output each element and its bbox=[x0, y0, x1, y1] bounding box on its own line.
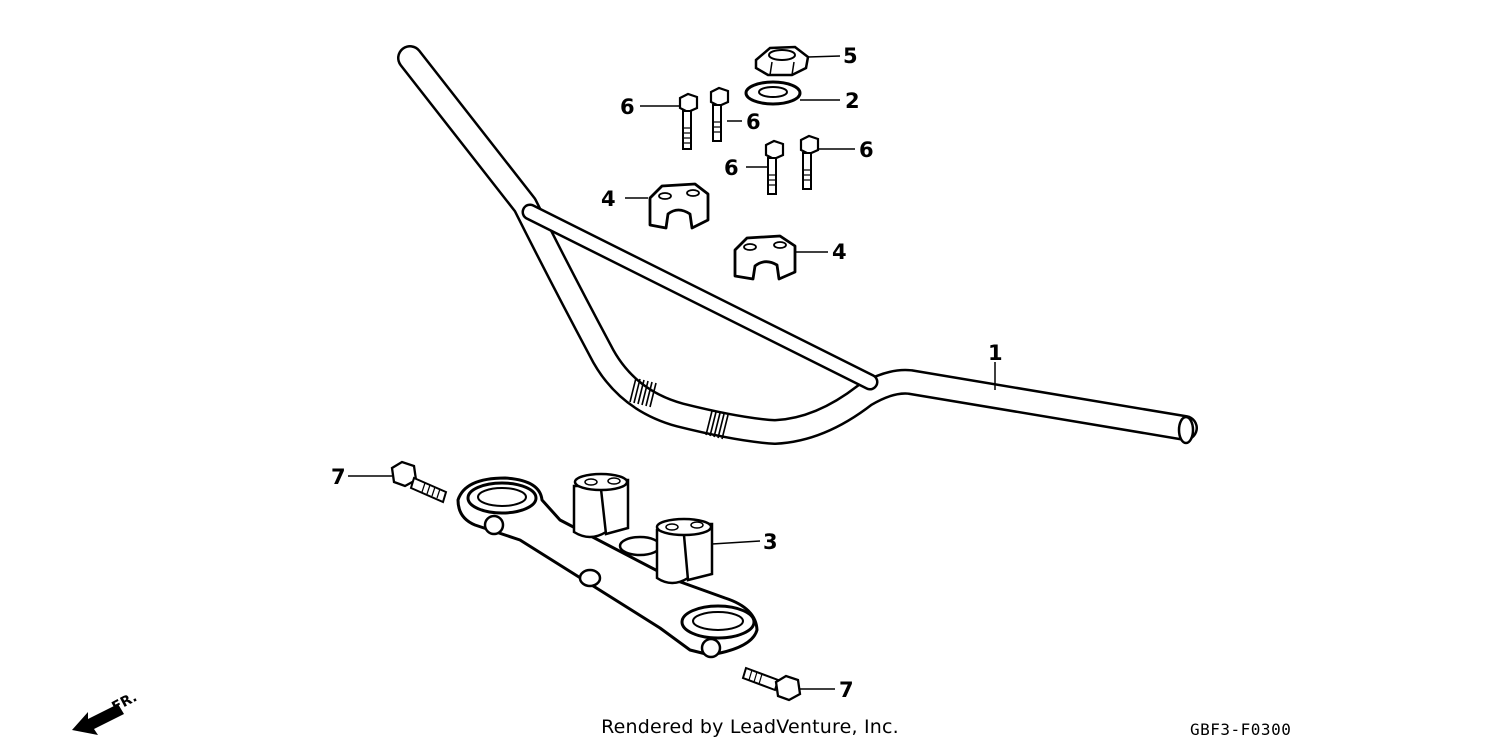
knurl-right bbox=[705, 410, 729, 440]
callout-top-bridge: 3 bbox=[763, 530, 778, 554]
callout-pinch-bolt-lower: 7 bbox=[839, 678, 854, 702]
drawing-code: GBF3-F0300 bbox=[1190, 720, 1292, 739]
handlebar[interactable] bbox=[397, 45, 1198, 445]
leader-lines bbox=[348, 55, 996, 690]
top-bridge[interactable] bbox=[456, 472, 759, 659]
nut[interactable] bbox=[754, 45, 810, 77]
bolt-a[interactable] bbox=[678, 92, 699, 150]
washer[interactable] bbox=[744, 80, 802, 106]
callout-bolt-a: 6 bbox=[620, 95, 635, 119]
callouts: 1 2 3 4 4 5 6 6 6 6 7 7 bbox=[331, 44, 1003, 702]
callout-upper-holder-right: 4 bbox=[832, 240, 847, 264]
bolt-d[interactable] bbox=[799, 134, 820, 190]
upper-holder-right[interactable] bbox=[733, 234, 797, 281]
pinch-bolt-lower[interactable] bbox=[741, 666, 802, 702]
bolt-b[interactable] bbox=[709, 86, 730, 142]
callout-washer: 2 bbox=[845, 89, 860, 113]
callout-pinch-bolt-upper: 7 bbox=[331, 465, 346, 489]
bolt-c[interactable] bbox=[764, 139, 785, 195]
upper-holder-left[interactable] bbox=[648, 182, 710, 230]
footer-credit: Rendered by LeadVenture, Inc. bbox=[601, 716, 899, 738]
knurl-left bbox=[629, 377, 657, 408]
callout-bolt-d: 6 bbox=[859, 138, 874, 162]
callout-bolt-c: 6 bbox=[724, 156, 739, 180]
callout-handlebar: 1 bbox=[988, 341, 1003, 365]
direction-label: FR. bbox=[109, 689, 139, 715]
callout-nut: 5 bbox=[843, 44, 858, 68]
callout-upper-holder-left: 4 bbox=[601, 187, 616, 211]
pinch-bolt-upper[interactable] bbox=[390, 460, 448, 504]
callout-bolt-b: 6 bbox=[746, 110, 761, 134]
